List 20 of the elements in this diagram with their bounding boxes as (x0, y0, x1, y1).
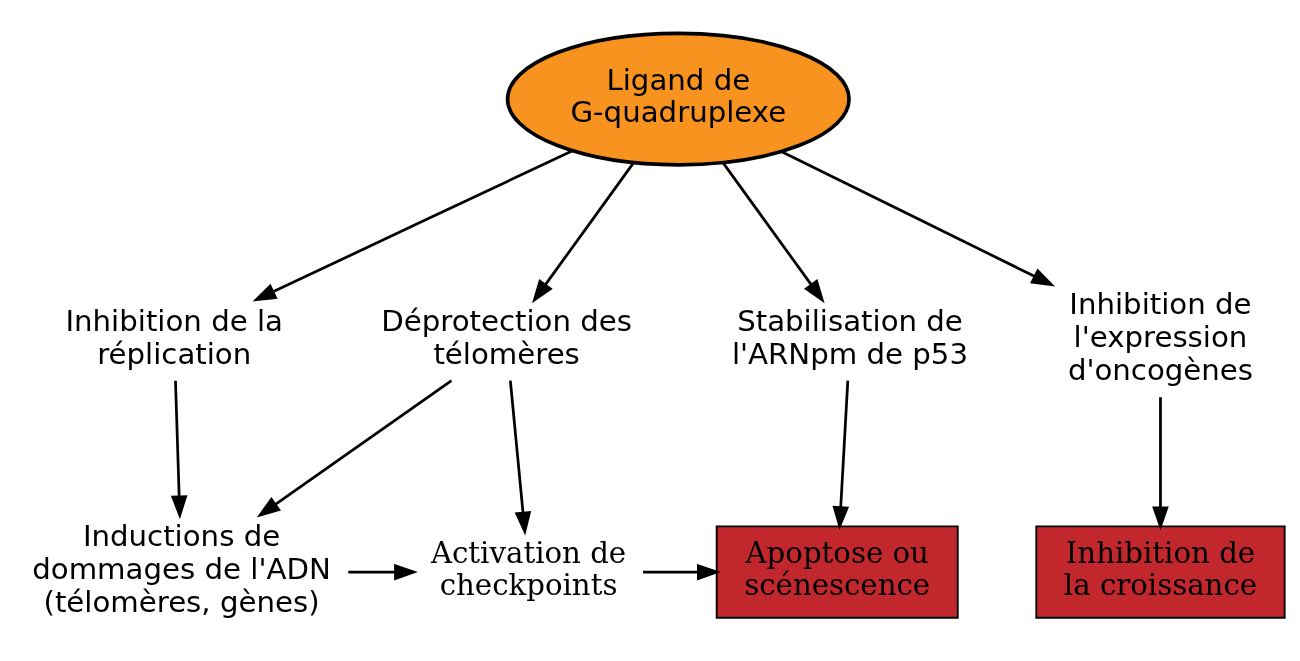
arrow (643, 563, 721, 580)
arrow (252, 149, 573, 301)
node-text: Inhibition de l'expression d'oncogènes (1067, 286, 1254, 387)
node-text: Inductions de dommages de l'ADN (télomères, gènes) (32, 518, 331, 619)
arrow (348, 563, 418, 580)
arrow (832, 380, 850, 530)
arrow (256, 379, 453, 517)
arrow (532, 161, 635, 303)
node-text: Activation de checkpoints (430, 535, 627, 602)
arrow (721, 161, 825, 303)
arrow (781, 150, 1056, 286)
arrow (170, 380, 188, 519)
node-ellipse: Ligand de G-quadruplexe (505, 31, 851, 167)
node-text: Inhibition de la réplication (65, 303, 283, 371)
node-text: Déprotection des télomères (381, 303, 633, 371)
node-text: Stabilisation de l'ARNpm de p53 (731, 303, 969, 371)
node-box: Inhibition de la croissance (1035, 525, 1286, 619)
arrow (509, 380, 532, 535)
node-box: Apoptose ou scénescence (715, 525, 959, 619)
arrow (1152, 396, 1169, 530)
